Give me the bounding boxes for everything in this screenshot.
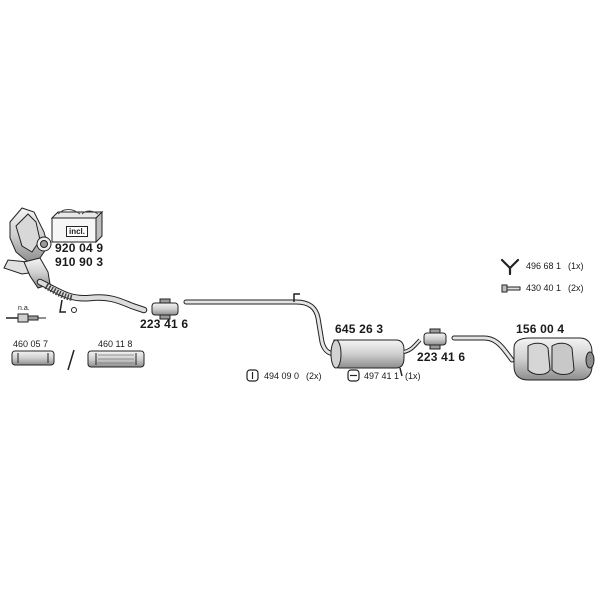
kit-incl-label: incl. bbox=[66, 226, 89, 237]
mounting-b-icon bbox=[347, 369, 360, 382]
bolt-icon bbox=[501, 284, 521, 293]
catalyst-assembly bbox=[3, 207, 52, 289]
mounting-b-number: 497 41 1 bbox=[364, 371, 400, 381]
mounting-a-number: 494 09 0 bbox=[264, 371, 300, 381]
catalyst-number-2: 910 90 3 bbox=[55, 255, 104, 269]
y-clip-number: 496 68 1 bbox=[526, 261, 562, 271]
clamp-front-icon bbox=[151, 298, 179, 320]
catalyst-number-1: 920 04 9 bbox=[55, 241, 104, 255]
clamp-front-number: 223 41 6 bbox=[140, 317, 189, 331]
center-silencer-number: 645 26 3 bbox=[335, 322, 384, 336]
clamp-rear-number: 223 41 6 bbox=[417, 350, 466, 364]
flex-pipe-a-icon bbox=[11, 350, 55, 366]
sensor-note: n.a. bbox=[18, 305, 30, 312]
flex-pipe-b-number: 460 11 8 bbox=[98, 339, 133, 349]
y-clip-qty: (1x) bbox=[568, 261, 584, 271]
y-clip-icon bbox=[500, 258, 520, 276]
flex-pipe-b-icon bbox=[87, 350, 145, 368]
bolt-qty: (2x) bbox=[568, 283, 584, 293]
bolt-number: 430 40 1 bbox=[526, 283, 562, 293]
middle-pipe bbox=[183, 293, 339, 357]
rear-silencer-icon bbox=[513, 337, 595, 381]
front-pipe bbox=[36, 278, 148, 314]
mounting-a-qty: (2x) bbox=[306, 371, 322, 381]
center-silencer-icon bbox=[330, 338, 422, 377]
rear-silencer-number: 156 00 4 bbox=[516, 322, 565, 336]
flex-pipe-a-number: 460 05 7 bbox=[13, 339, 49, 349]
clamp-rear-icon bbox=[423, 328, 447, 350]
sensor-icon bbox=[6, 313, 46, 323]
separator-slash-mark bbox=[67, 349, 75, 371]
mounting-b-qty: (1x) bbox=[405, 371, 421, 381]
rear-pipe bbox=[451, 335, 515, 363]
mounting-a-icon bbox=[246, 369, 259, 382]
